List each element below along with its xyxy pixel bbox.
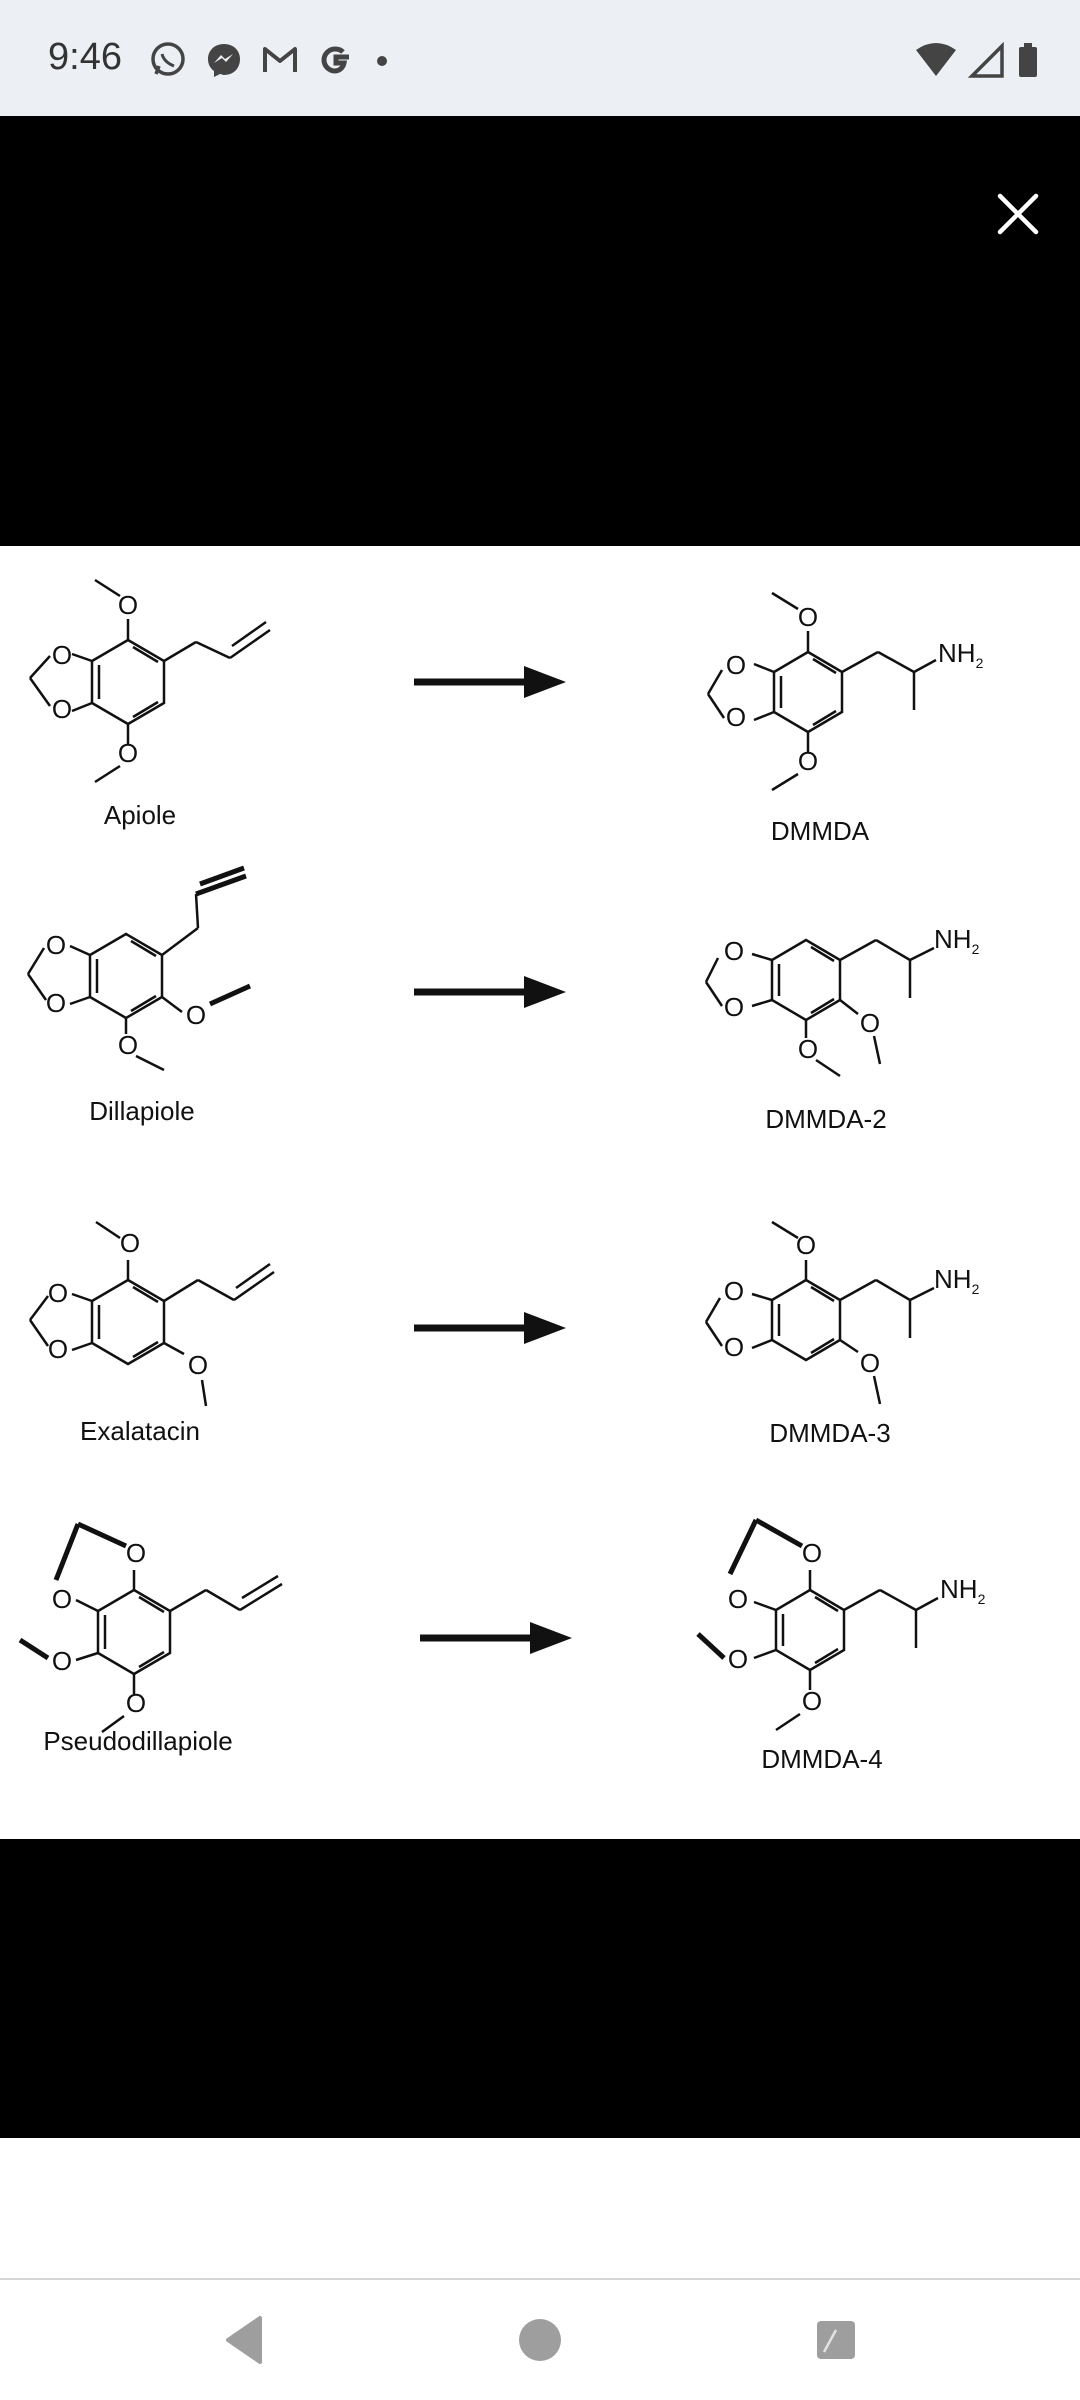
amine-label: NH2	[940, 1574, 986, 1607]
amine-subscript: 2	[972, 1281, 980, 1297]
atom-o: O	[860, 1348, 880, 1378]
atom-o: O	[724, 1332, 744, 1362]
atom-o: O	[798, 746, 818, 776]
molecule-pseudodillapiole	[18, 1521, 283, 1734]
reaction-row-1: O O O O Apiole	[28, 578, 984, 846]
molecule-dmmda-4	[696, 1517, 939, 1732]
messenger-icon	[208, 44, 240, 77]
amine-nh: NH	[934, 924, 972, 954]
atom-o: O	[120, 1228, 140, 1258]
reactant-label: Exalatacin	[80, 1416, 200, 1446]
atom-o: O	[724, 936, 744, 966]
figure-image: O O O O Apiole	[0, 546, 1080, 1839]
atom-o: O	[52, 1646, 72, 1676]
bottom-blank-area	[0, 2138, 1080, 2278]
amine-nh: NH	[938, 638, 976, 668]
atom-o: O	[726, 702, 746, 732]
recents-icon[interactable]	[804, 2308, 868, 2372]
system-icons	[914, 40, 1040, 80]
atom-o: O	[48, 1334, 68, 1364]
reaction-arrow	[414, 666, 566, 698]
amine-nh: NH	[934, 1264, 972, 1294]
atom-o: O	[118, 590, 138, 620]
molecule-dmmda	[706, 591, 937, 792]
molecule-dmmda-3	[704, 1220, 935, 1405]
atom-o: O	[726, 650, 746, 680]
amine-subscript: 2	[976, 655, 984, 671]
atom-o: O	[46, 988, 66, 1018]
atom-o: O	[188, 1350, 208, 1380]
atom-o: O	[724, 992, 744, 1022]
atom-o: O	[52, 640, 72, 670]
atom-o: O	[186, 1000, 206, 1030]
atom-o: O	[796, 1230, 816, 1260]
molecule-dillapiole	[26, 865, 252, 1072]
reaction-arrow	[420, 1622, 572, 1654]
molecule-dmmda-2	[704, 938, 935, 1078]
reaction-arrow	[414, 976, 566, 1008]
atom-o: O	[52, 1584, 72, 1614]
close-icon[interactable]	[990, 186, 1046, 242]
atom-o: O	[118, 1030, 138, 1060]
gmail-icon	[263, 47, 297, 72]
atom-o: O	[860, 1008, 880, 1038]
reaction-row-2: O O O O Dillapiole	[26, 865, 980, 1134]
atom-o: O	[126, 1688, 146, 1718]
atom-o: O	[802, 1686, 822, 1716]
amine-subscript: 2	[972, 941, 980, 957]
atom-o: O	[728, 1584, 748, 1614]
amine-nh: NH	[940, 1574, 978, 1604]
reactant-label: Apiole	[104, 800, 176, 830]
status-bar: 9:46	[0, 0, 1080, 116]
reaction-figure: O O O O Apiole	[18, 578, 986, 1774]
atom-o: O	[126, 1538, 146, 1568]
product-label: DMMDA	[771, 816, 870, 846]
reaction-row-3: O O O O Exalatacin	[28, 1220, 980, 1448]
reaction-arrow	[414, 1312, 566, 1344]
whatsapp-icon	[151, 42, 185, 76]
reactant-label: Pseudodillapiole	[43, 1726, 232, 1756]
atom-o: O	[798, 1034, 818, 1064]
nav-divider	[0, 2278, 1080, 2280]
atom-o: O	[724, 1276, 744, 1306]
reactant-label: Dillapiole	[89, 1096, 195, 1126]
amine-label: NH2	[934, 1264, 980, 1297]
molecule-apiole	[28, 578, 271, 784]
navigation-bar	[0, 2280, 1080, 2400]
atom-o: O	[46, 930, 66, 960]
google-icon	[321, 46, 349, 74]
battery-icon	[1019, 43, 1037, 77]
reaction-row-4: O O O O Pseudodillapiole	[18, 1517, 986, 1774]
product-label: DMMDA-2	[765, 1104, 886, 1134]
amine-label: NH2	[934, 924, 980, 957]
amine-label: NH2	[938, 638, 984, 671]
atom-o: O	[48, 1278, 68, 1308]
atom-o: O	[728, 1644, 748, 1674]
home-icon[interactable]	[508, 2308, 572, 2372]
notification-icons	[148, 40, 392, 80]
back-icon[interactable]	[214, 2308, 278, 2372]
product-label: DMMDA-3	[769, 1418, 890, 1448]
atom-o: O	[798, 602, 818, 632]
signal-icon	[968, 41, 1004, 78]
molecule-exalatacin	[28, 1220, 275, 1407]
product-label: DMMDA-4	[761, 1744, 882, 1774]
atom-o: O	[802, 1538, 822, 1568]
wifi-icon	[916, 43, 956, 76]
amine-subscript: 2	[978, 1591, 986, 1607]
atom-o: O	[118, 738, 138, 768]
status-time: 9:46	[48, 36, 122, 78]
dot-icon	[377, 56, 387, 66]
atom-o: O	[52, 694, 72, 724]
